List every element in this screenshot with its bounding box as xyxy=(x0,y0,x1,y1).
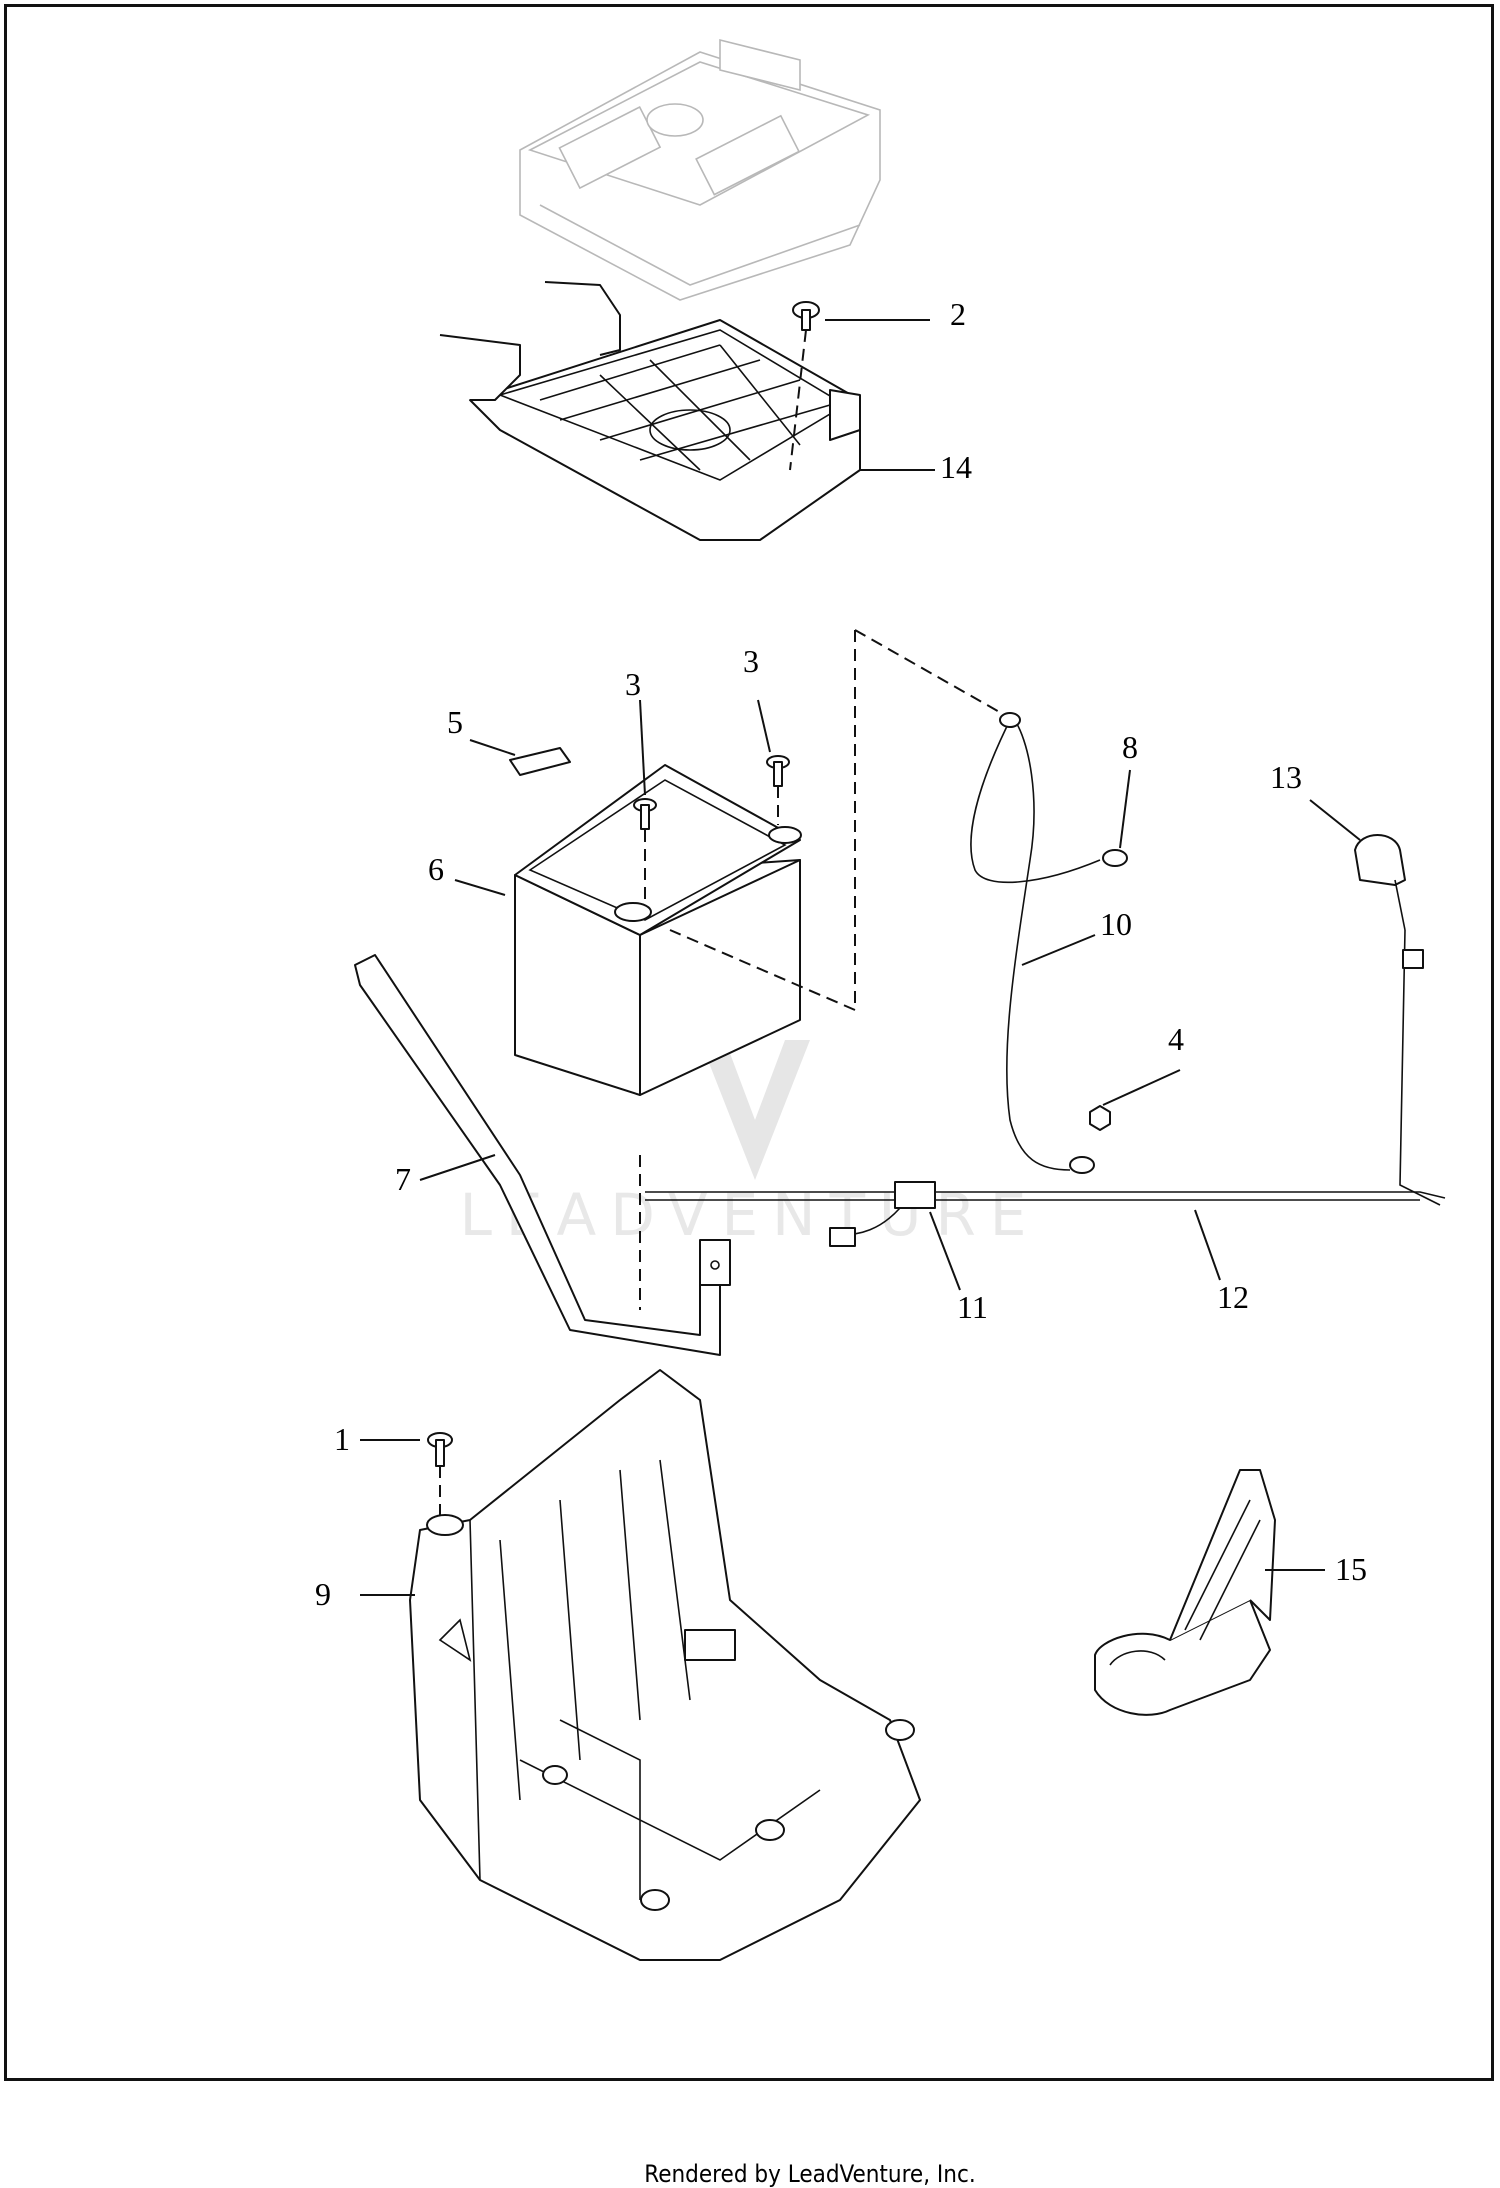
terminal-cap xyxy=(1354,834,1424,969)
screw-2 xyxy=(789,301,820,471)
battery-tray xyxy=(409,1369,921,1961)
bolt-1 xyxy=(427,1432,453,1518)
ecm-tray xyxy=(439,281,861,541)
callout-6: 6 xyxy=(428,851,444,887)
bolt-3-right xyxy=(766,755,790,825)
label-5 xyxy=(509,747,571,776)
bolt-3-left xyxy=(633,798,657,905)
callout-15: 15 xyxy=(1335,1551,1367,1587)
callout-4: 4 xyxy=(1168,1021,1184,1057)
fuse-harness xyxy=(645,929,1446,1247)
callout-3-left: 3 xyxy=(625,666,641,702)
callout-8: 8 xyxy=(1122,729,1138,765)
ecm-module xyxy=(519,38,881,301)
callout-7: 7 xyxy=(395,1161,411,1197)
callout-1: 1 xyxy=(334,1421,350,1457)
callout-11: 11 xyxy=(957,1289,988,1325)
callout-5: 5 xyxy=(447,704,463,740)
callout-3-right: 3 xyxy=(743,643,759,679)
callout-12: 12 xyxy=(1217,1279,1249,1315)
callout-10: 10 xyxy=(1100,906,1132,942)
battery xyxy=(514,764,802,1096)
callout-9: 9 xyxy=(315,1576,331,1612)
battery-cable xyxy=(970,712,1128,1174)
callout-2: 2 xyxy=(950,296,966,332)
callout-14: 14 xyxy=(940,449,972,485)
diagram-frame xyxy=(4,4,1494,2081)
callout-13: 13 xyxy=(1270,759,1302,795)
nut-4 xyxy=(1089,1105,1111,1131)
leader-lines xyxy=(360,319,1361,1596)
battery-strap xyxy=(354,954,731,1356)
footer-credit: Rendered by LeadVenture, Inc. xyxy=(644,2160,976,2188)
clip-15 xyxy=(1094,1469,1276,1716)
callout-numbers: 2 14 3 3 5 6 7 8 10 4 13 11 12 1 9 15 xyxy=(315,296,1367,1612)
